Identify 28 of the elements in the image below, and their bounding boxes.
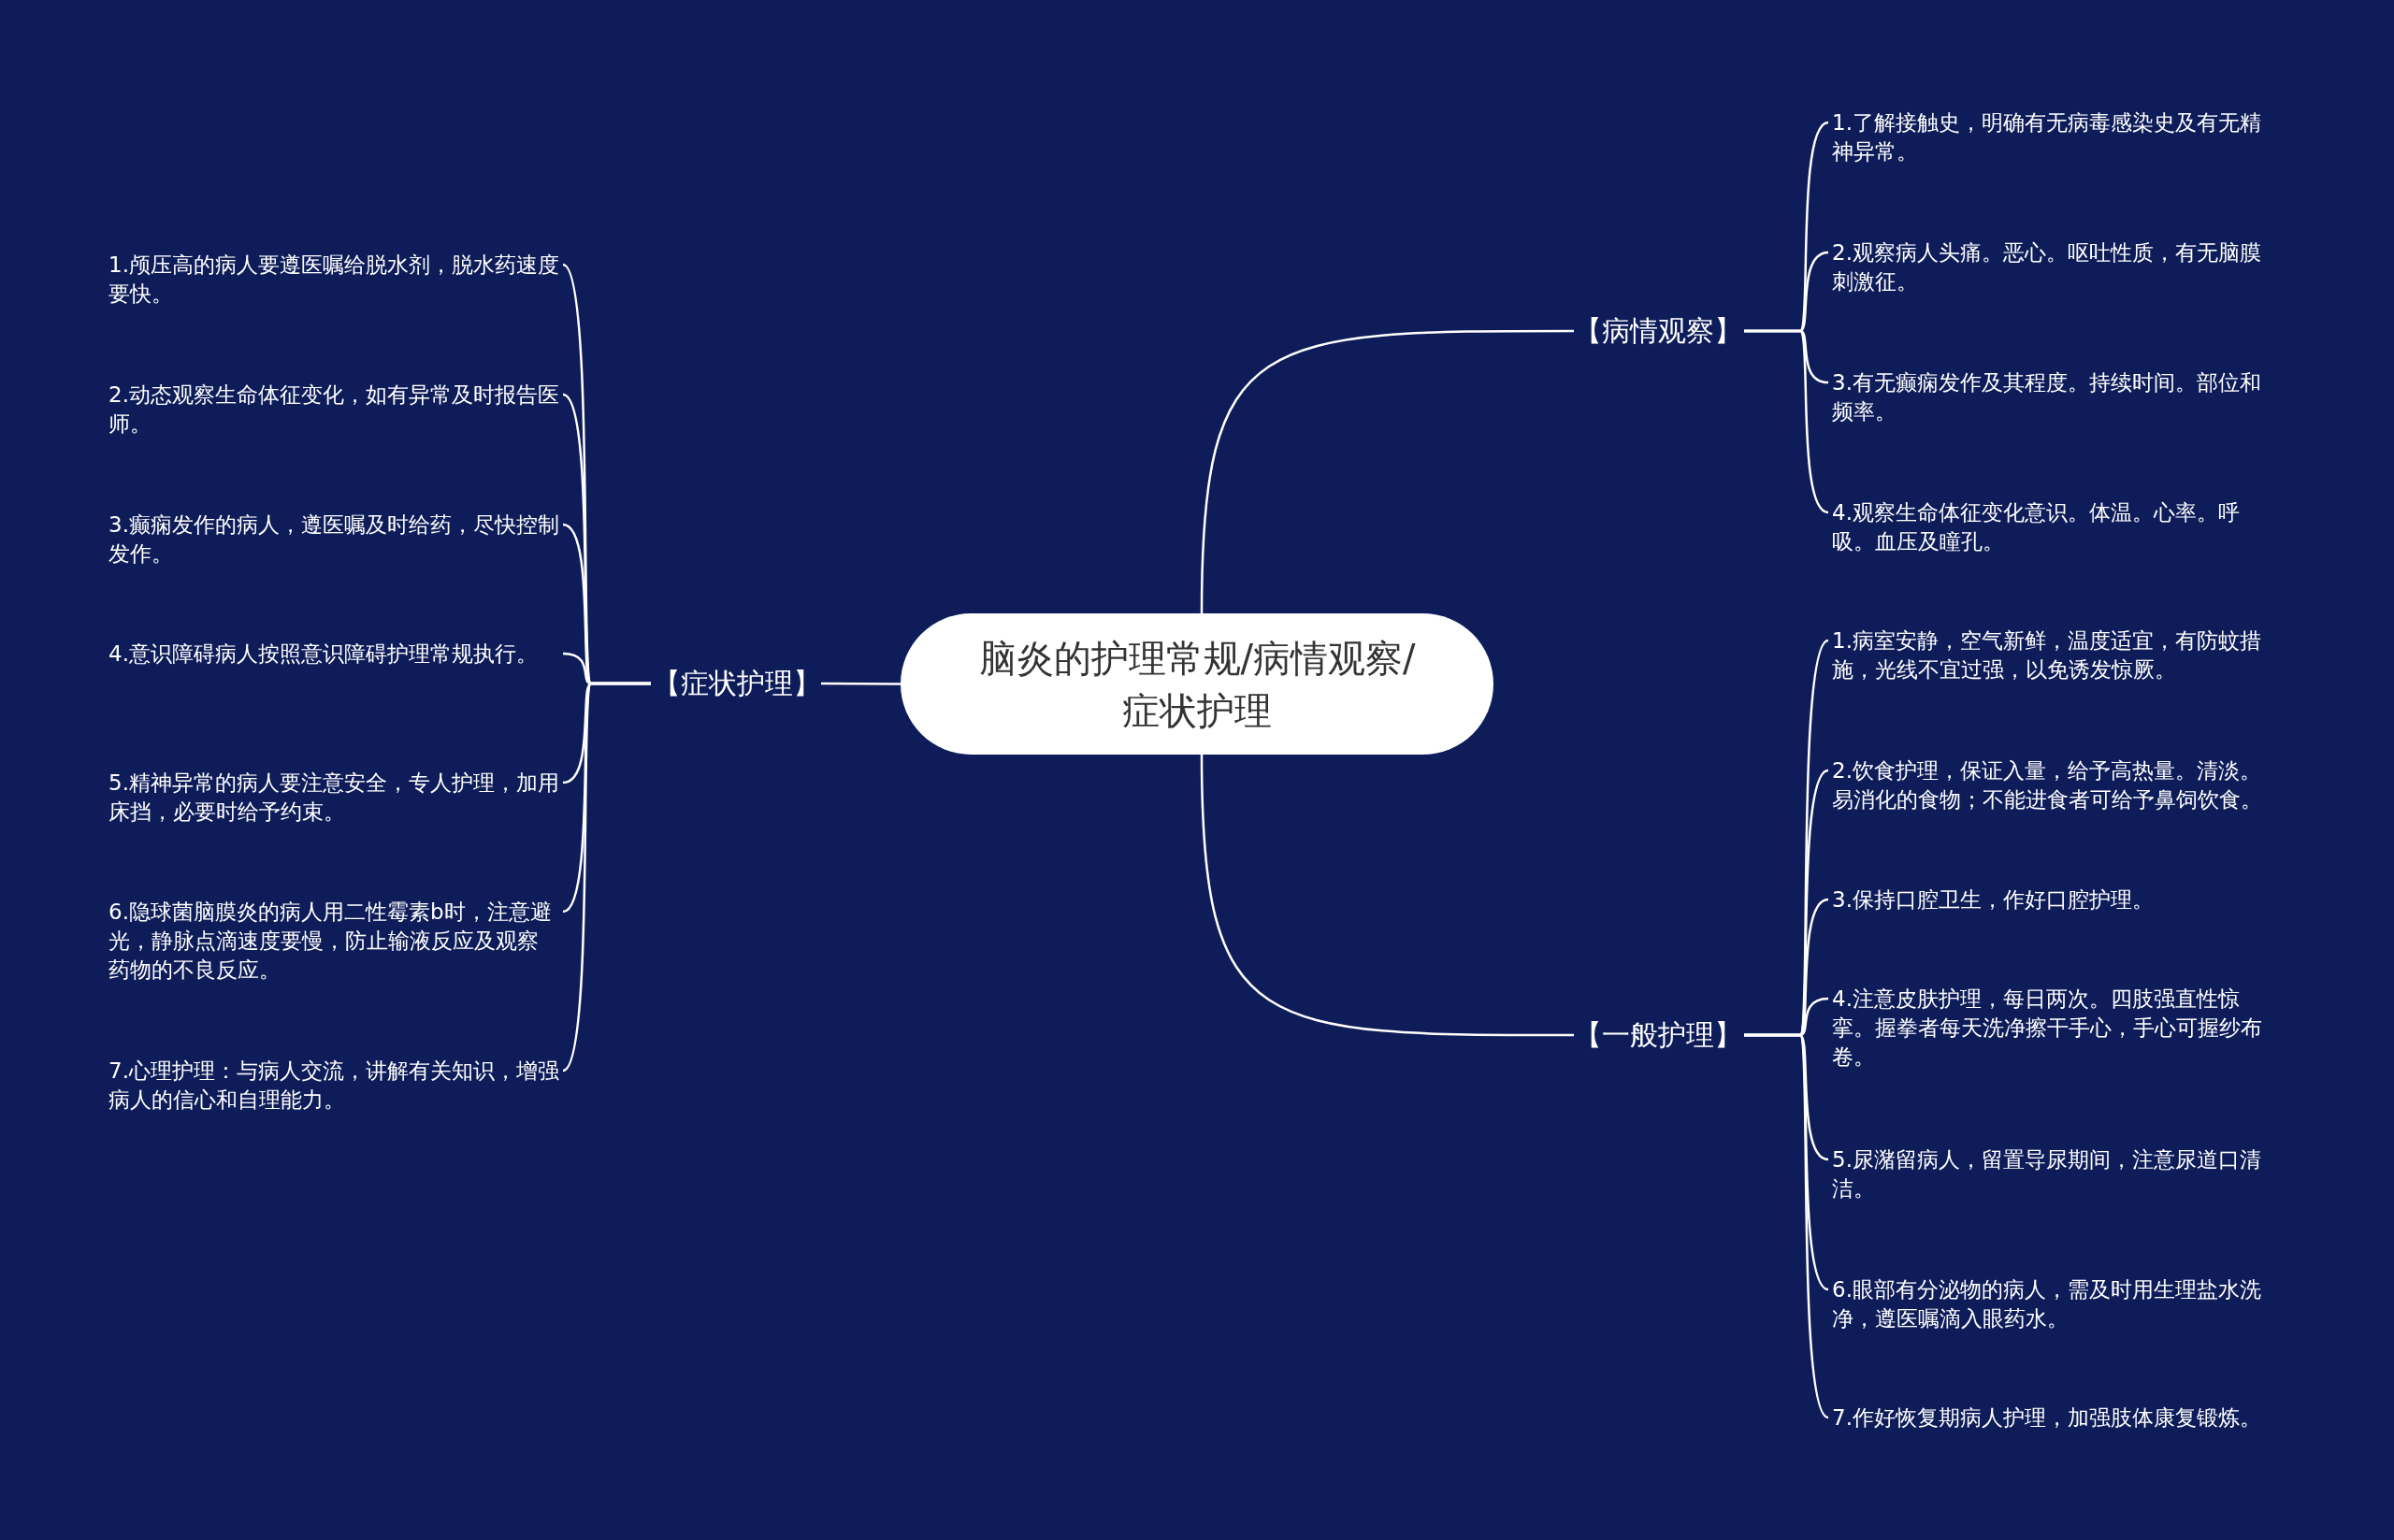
leaf-text: 3.保持口腔卫生，作好口腔护理。 [1828, 885, 2285, 914]
leaf-text: 1.颅压高的病人要遵医嘱给脱水剂，脱水药速度要快。 [105, 251, 563, 309]
leaf-text: 6.隐球菌脑膜炎的病人用二性霉素b时，注意避光，静脉点滴速度要慢，防止输液反应及观察药物的不良反应。 [105, 898, 563, 985]
connector-line [562, 682, 651, 1072]
leaf-text: 7.心理护理：与病人交流，讲解有关知识，增强病人的信心和自理能力。 [105, 1057, 563, 1115]
connector-line [1200, 329, 1574, 614]
branch-topic: 【症状护理】 [653, 660, 821, 707]
branch-topic: 【一般护理】 [1574, 1012, 1742, 1058]
leaf-text: 3.有无癫痫发作及其程度。持续时间。部位和频率。 [1828, 368, 2285, 426]
leaf-text: 5.尿潴留病人，留置导尿期间，注意尿道口清洁。 [1828, 1145, 2285, 1203]
leaf-text: 3.癫痫发作的病人，遵医嘱及时给药，尽快控制发作。 [105, 511, 563, 569]
leaf-text: 4.注意皮肤护理，每日两次。四肢强直性惊挛。握拳者每天洗净擦干手心，手心可握纱布卷。 [1828, 985, 2285, 1072]
leaf-text: 2.动态观察生命体征变化，如有异常及时报告医师。 [105, 381, 563, 439]
leaf-text: 4.意识障碍病人按照意识障碍护理常规执行。 [105, 640, 563, 669]
leaf-text: 7.作好恢复期病人护理，加强肢体康复锻炼。 [1828, 1403, 2285, 1432]
connector-line [821, 682, 901, 685]
branch-topic: 【病情观察】 [1574, 308, 1742, 354]
central-topic-box: 脑炎的护理常规/病情观察/症状护理 [901, 613, 1493, 755]
leaf-text: 2.饮食护理，保证入量，给予高热量。清淡。易消化的食物；不能进食者可给予鼻饲饮食。 [1828, 756, 2285, 814]
leaf-text: 5.精神异常的病人要注意安全，专人护理，加用床挡，必要时给予约束。 [105, 769, 563, 827]
leaf-text: 1.病室安静，空气新鲜，温度适宜，有防蚊措施，光线不宜过强，以免诱发惊厥。 [1828, 626, 2285, 684]
leaf-text: 2.观察病人头痛。恶心。呕吐性质，有无脑膜刺激征。 [1828, 238, 2285, 296]
leaf-text: 6.眼部有分泌物的病人，需及时用生理盐水洗净，遵医嘱滴入眼药水。 [1828, 1275, 2285, 1333]
connector-line [1200, 754, 1574, 1037]
connector-line [1744, 1033, 1829, 1418]
leaf-text: 4.观察生命体征变化意识。体温。心率。呼吸。血压及瞳孔。 [1828, 498, 2285, 556]
connector-line [1744, 329, 1829, 514]
leaf-text: 1.了解接触史，明确有无病毒感染史及有无精神异常。 [1828, 108, 2285, 166]
